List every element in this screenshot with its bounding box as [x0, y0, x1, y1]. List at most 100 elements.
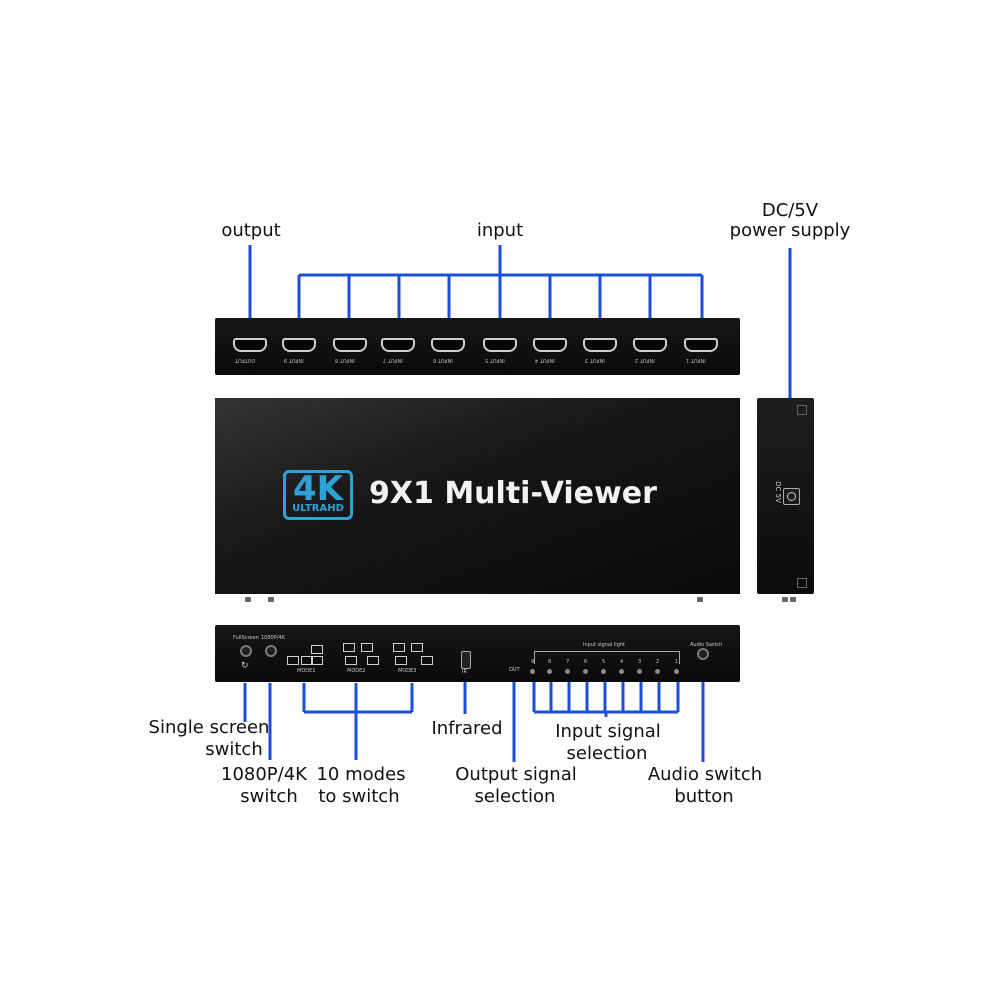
rear-panel: OUTPUT INPUT 9 INPUT 8 INPUT 7 INPUT 6 INPUT …	[215, 318, 740, 375]
input-signal-led	[547, 669, 552, 674]
hdmi-input-port[interactable]	[333, 338, 367, 352]
port-label: OUTPUT	[235, 357, 256, 363]
resolution-label-line2: switch	[240, 786, 298, 807]
input-signal-led	[619, 669, 624, 674]
port-label: INPUT 9	[284, 357, 304, 363]
port-label: INPUT 8	[335, 357, 355, 363]
single-screen-button[interactable]	[240, 645, 252, 657]
hdmi-input-port[interactable]	[431, 338, 465, 352]
input-signal-led	[655, 669, 660, 674]
mode-layout-icon	[395, 656, 407, 665]
fullscreen-text: FullScreen	[233, 635, 259, 641]
dc-jack[interactable]	[783, 488, 800, 505]
dc-label-line1: DC/5V	[761, 200, 819, 221]
mode2-text: MODE2	[347, 668, 366, 674]
front-foot	[697, 597, 703, 602]
port-label: INPUT 7	[383, 357, 403, 363]
led-bracket	[534, 651, 680, 664]
audio-switch-button[interactable]	[697, 648, 709, 660]
input-selection-label-line2: selection	[566, 743, 648, 764]
hdmi-output-port[interactable]	[233, 338, 267, 352]
led-number: 6	[584, 659, 588, 665]
screw-icon	[797, 578, 807, 588]
port-label: INPUT 3	[585, 357, 605, 363]
input-signal-led	[674, 669, 679, 674]
dc-panel-text: DC 5V	[773, 481, 782, 503]
ir-text: IR	[462, 669, 467, 675]
hdmi-input-port[interactable]	[483, 338, 517, 352]
dc-label-line2: power supply	[729, 220, 851, 241]
mode-layout-icon	[311, 656, 323, 665]
output-selection-label-line2: selection	[474, 786, 556, 807]
mode1-text: MODE1	[297, 668, 316, 674]
audio-label-line1: Audio switch	[647, 764, 763, 785]
mode-layout-icon	[301, 656, 313, 665]
infrared-label: Infrared	[431, 718, 503, 739]
hdmi-input-port[interactable]	[381, 338, 415, 352]
input-signal-led	[583, 669, 588, 674]
logo-4k-text: 4K	[292, 469, 343, 509]
port-label: INPUT 2	[635, 357, 655, 363]
led-number: 1	[675, 659, 679, 665]
led-number: 7	[566, 659, 570, 665]
front-foot	[245, 597, 251, 602]
led-number: 4	[620, 659, 624, 665]
ir-window	[461, 651, 471, 669]
refresh-icon: ↻	[241, 660, 249, 670]
output-label: output	[221, 220, 281, 241]
led-number: 2	[656, 659, 660, 665]
side-foot	[782, 597, 788, 602]
mode-layout-icon	[343, 643, 355, 652]
logo-ultrahd-text: ULTRAHD	[292, 503, 344, 514]
port-label: INPUT 5	[485, 357, 505, 363]
modes-label-line2: to switch	[318, 786, 400, 807]
mode-layout-icon	[367, 656, 379, 665]
hdmi-input-port[interactable]	[533, 338, 567, 352]
mode-layout-icon	[287, 656, 299, 665]
hdmi-input-port[interactable]	[633, 338, 667, 352]
port-label: INPUT 4	[535, 357, 555, 363]
front-foot	[268, 597, 274, 602]
single-screen-label-line2: switch	[205, 739, 263, 760]
led-number: 3	[638, 659, 642, 665]
resolution-label-line1: 1080P/4K	[221, 764, 307, 785]
resolution-button[interactable]	[265, 645, 277, 657]
mode-layout-icon	[411, 643, 423, 652]
input-signal-light-text: Input signal light	[583, 642, 625, 648]
mode-layout-icon	[361, 643, 373, 652]
input-signal-led	[565, 669, 570, 674]
input-signal-led	[530, 669, 535, 674]
audio-switch-text: Audio Switch	[690, 642, 723, 648]
input-signal-led	[637, 669, 642, 674]
res-switch-text: 1080P/4K	[261, 635, 285, 641]
led-number: 8	[548, 659, 552, 665]
product-title: 9X1 Multi-Viewer	[369, 476, 657, 511]
port-label: INPUT 6	[433, 357, 453, 363]
hdmi-input-port[interactable]	[684, 338, 718, 352]
side-panel: DC 5V	[757, 398, 814, 594]
dc-jack-hole-icon	[787, 492, 796, 501]
output-selection-label-line1: Output signal	[455, 764, 577, 785]
modes-label-line1: 10 modes	[316, 764, 406, 785]
front-panel: 4K ULTRAHD 9X1 Multi-Viewer	[215, 398, 740, 594]
mode3-text: MODE3	[398, 668, 417, 674]
led-number: 5	[602, 659, 606, 665]
input-selection-label-line1: Input signal	[555, 721, 661, 742]
out-text: OUT	[509, 667, 520, 673]
4k-ultrahd-logo: 4K ULTRAHD	[283, 470, 353, 520]
input-label: input	[476, 220, 524, 241]
control-panel: FullScreen 1080P/4K ↻ MODE1 MODE2 MODE3 …	[215, 625, 740, 682]
screw-icon	[797, 405, 807, 415]
led-number: 9	[531, 659, 535, 665]
input-signal-led	[601, 669, 606, 674]
mode-layout-icon	[393, 643, 405, 652]
port-label: INPUT 1	[686, 357, 706, 363]
mode-layout-icon	[345, 656, 357, 665]
side-foot	[790, 597, 796, 602]
mode-layout-icon	[421, 656, 433, 665]
mode-layout-icon	[311, 645, 323, 654]
hdmi-input-port[interactable]	[583, 338, 617, 352]
audio-label-line2: button	[674, 786, 734, 807]
single-screen-label-line1: Single screen	[148, 717, 270, 738]
hdmi-input-port[interactable]	[282, 338, 316, 352]
